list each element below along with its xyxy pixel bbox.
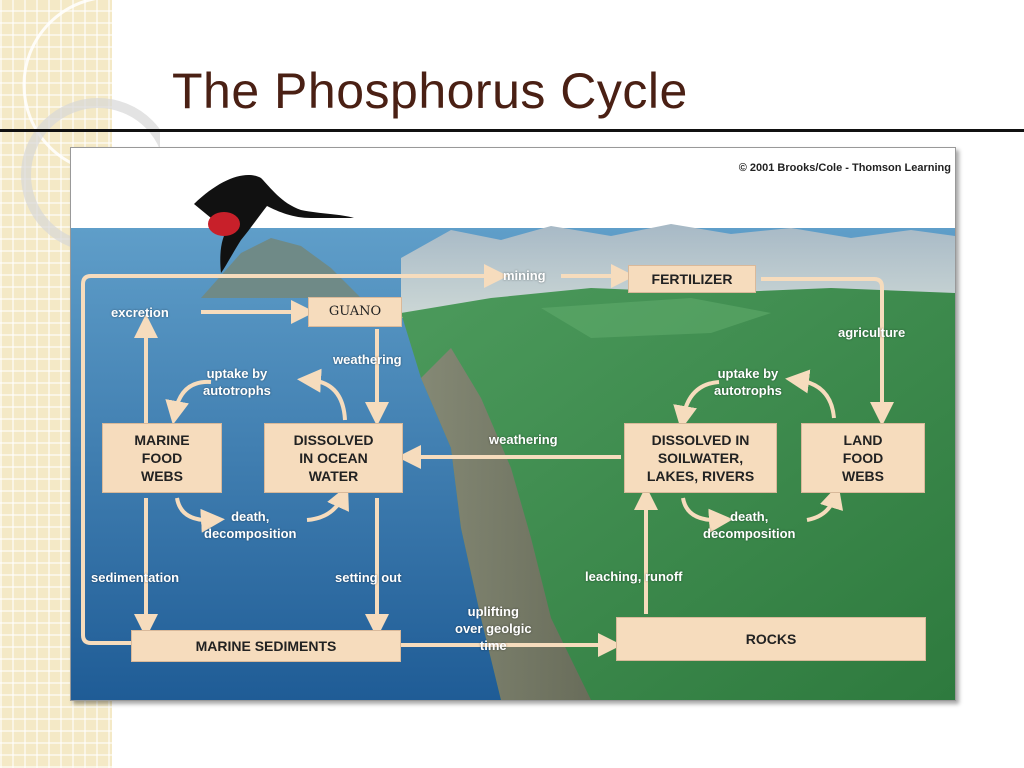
dissolved-soilwater-box: DISSOLVED IN SOILWATER, LAKES, RIVERS (624, 423, 777, 493)
label-uplifting: uplifting over geolgic time (455, 604, 532, 653)
title-divider (0, 129, 1024, 132)
label-setting-out: setting out (335, 570, 402, 585)
label-weathering-rocks: weathering (489, 432, 558, 447)
copyright-notice: © 2001 Brooks/Cole - Thomson Learning (738, 162, 951, 174)
dissolved-ocean-water-box: DISSOLVED IN OCEAN WATER (264, 423, 403, 493)
rocks-box: ROCKS (616, 617, 926, 661)
label-uptake-marine: uptake by autotrophs (203, 366, 271, 398)
label-death-marine: death, decomposition (204, 509, 297, 541)
marine-food-webs-box: MARINE FOOD WEBS (102, 423, 222, 493)
label-agriculture: agriculture (838, 325, 906, 340)
label-mining: mining (503, 268, 546, 283)
slide-title: The Phosphorus Cycle (172, 63, 688, 119)
land-food-webs-box: LAND FOOD WEBS (801, 423, 925, 493)
label-death-land: death, decomposition (703, 509, 796, 541)
marine-sediments-box: MARINE SEDIMENTS (131, 630, 401, 662)
label-uptake-land: uptake by autotrophs (714, 366, 782, 398)
label-leaching-runoff: leaching, runoff (585, 569, 683, 584)
phosphorus-cycle-diagram: © 2001 Brooks/Cole - Thomson Learning FE… (70, 147, 956, 701)
label-weathering-guano: weathering (333, 352, 402, 367)
guano-box: GUANO (308, 297, 402, 327)
label-excretion: excretion (111, 305, 169, 320)
fertilizer-box: FERTILIZER (628, 265, 756, 293)
label-sedimentation: sedimentation (91, 570, 180, 585)
